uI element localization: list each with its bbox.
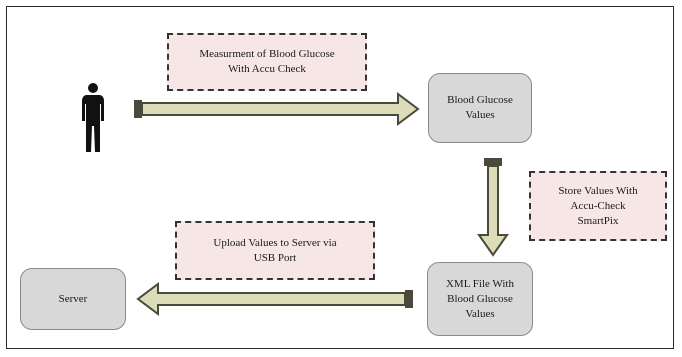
note-store-values: Store Values With Accu-Check SmartPix <box>529 171 667 241</box>
note-upload-values-label: Upload Values to Server via USB Port <box>213 236 337 264</box>
node-server-label: Server <box>58 292 88 305</box>
node-blood-glucose-label: Blood Glucose Values <box>447 94 513 121</box>
note-upload-values: Upload Values to Server via USB Port <box>175 221 375 280</box>
node-xml-file: XML File With Blood Glucose Values <box>427 262 533 336</box>
node-xml-file-label: XML File With Blood Glucose Values <box>445 277 514 320</box>
node-server: Server <box>20 268 126 330</box>
arrow-glucose-to-xml <box>477 158 509 257</box>
note-measurement-label: Measurment of Blood Glucose With Accu Ch… <box>199 48 335 75</box>
note-measurement: Measurment of Blood Glucose With Accu Ch… <box>167 33 367 91</box>
arrow-xml-to-server <box>136 282 413 316</box>
note-store-values-label: Store Values With Accu-Check SmartPix <box>558 184 638 227</box>
arrow-measure-to-glucose <box>134 92 420 126</box>
person-silhouette-icon <box>82 83 104 152</box>
node-blood-glucose-values: Blood Glucose Values <box>428 73 532 143</box>
